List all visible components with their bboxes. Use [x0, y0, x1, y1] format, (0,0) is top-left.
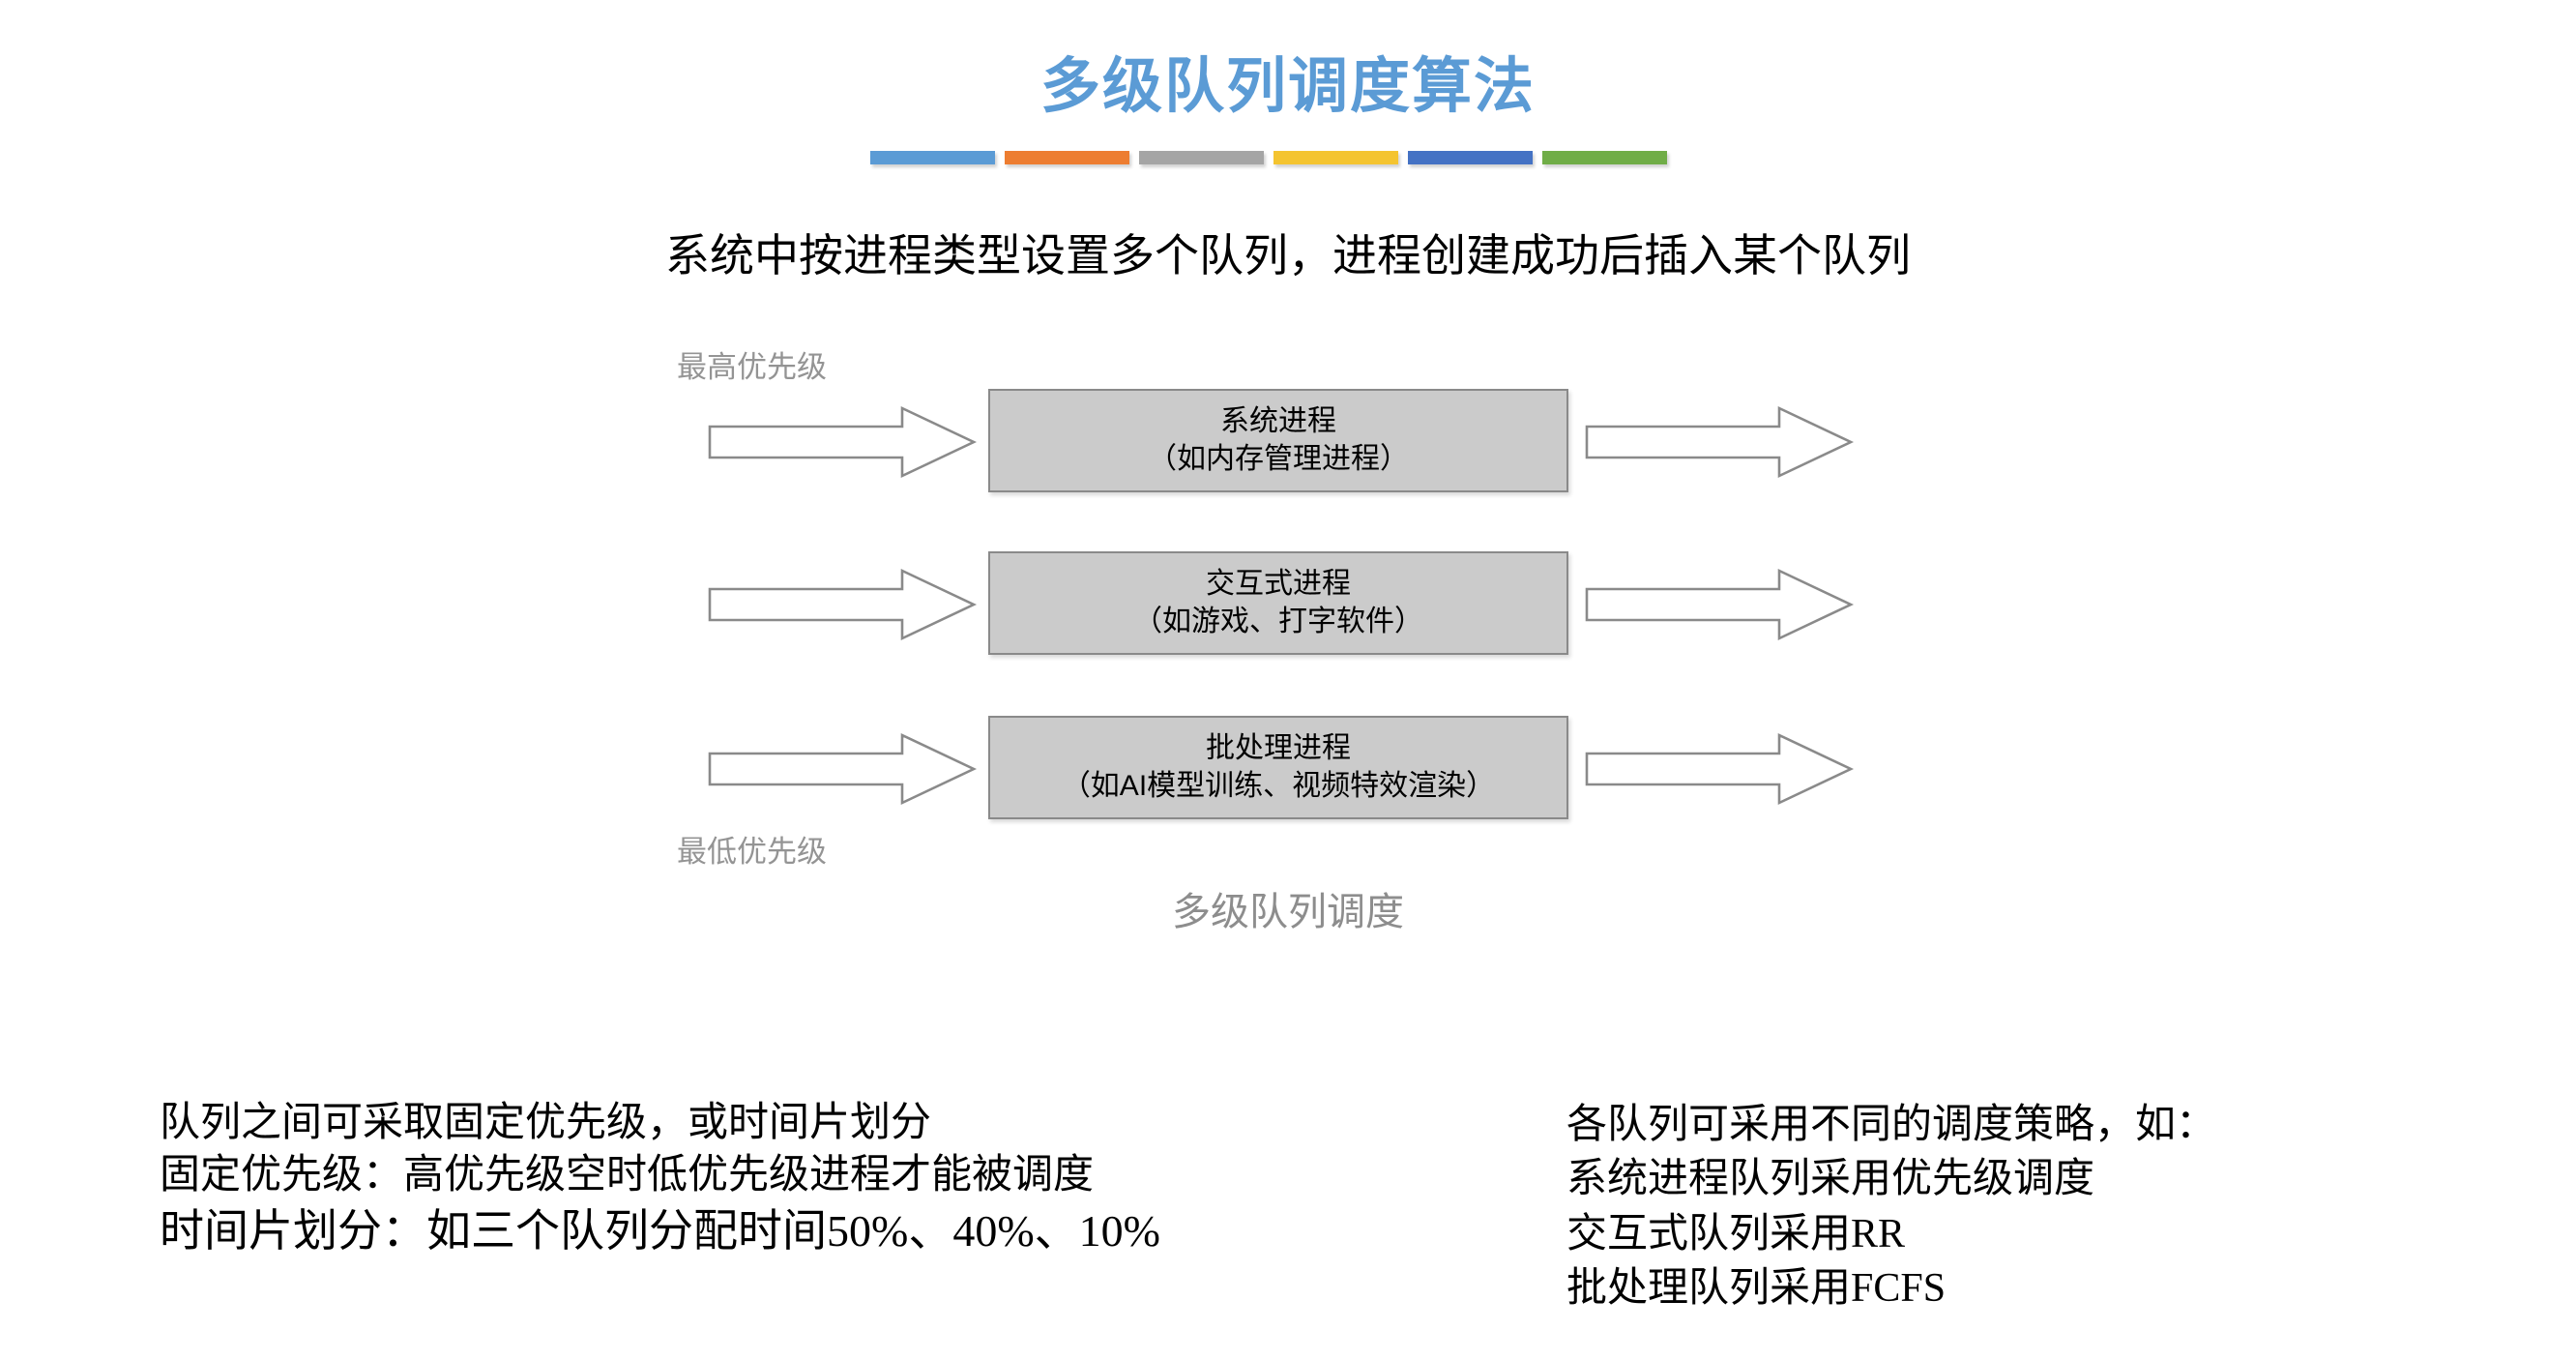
lowest-priority-label: 最低优先级	[677, 835, 827, 869]
queue-box-interactive-process: 交互式进程 （如游戏、打字软件）	[988, 551, 1568, 655]
outbound-arrow-interactive	[1585, 568, 1855, 641]
queue-box-batch-process: 批处理进程 （如AI模型训练、视频特效渲染）	[988, 716, 1568, 819]
notes-right-block: 各队列可采用不同的调度策略，如： 系统进程队列采用优先级调度 交互式队列采用RR…	[1566, 1098, 2216, 1316]
accent-bar-blue	[870, 151, 995, 164]
accent-bar-row	[870, 151, 1667, 164]
queue-title: 系统进程	[1220, 405, 1336, 438]
note-line: 队列之间可采取固定优先级，或时间片划分	[160, 1101, 932, 1145]
subtitle-text: 系统中按进程类型设置多个队列，进程创建成功后插入某个队列	[665, 231, 1911, 281]
queue-title: 交互式进程	[1206, 568, 1351, 601]
note-line: 交互式队列采用RR	[1566, 1211, 1906, 1257]
accent-bar-yellow	[1273, 151, 1398, 164]
note-line: 批处理队列采用FCFS	[1566, 1265, 1947, 1311]
queue-box-system-process: 系统进程 （如内存管理进程）	[988, 389, 1568, 492]
note-line: 系统进程队列采用优先级调度	[1566, 1157, 2095, 1202]
accent-bar-indigo	[1408, 151, 1533, 164]
notes-left-block: 队列之间可采取固定优先级，或时间片划分 固定优先级：高优先级空时低优先级进程才能…	[160, 1098, 1160, 1259]
inbound-arrow-interactive	[708, 568, 978, 641]
outbound-arrow-system	[1585, 405, 1855, 479]
note-line: 时间片划分：如三个队列分配时间50%、40%、10%	[160, 1205, 1160, 1256]
note-line: 固定优先级：高优先级空时低优先级进程才能被调度	[160, 1152, 1095, 1197]
inbound-arrow-batch	[708, 732, 978, 806]
inbound-arrow-system	[708, 405, 978, 479]
highest-priority-label: 最高优先级	[677, 350, 827, 384]
diagram-caption: 多级队列调度	[1172, 891, 1404, 933]
accent-bar-green	[1542, 151, 1667, 164]
queue-example: （如内存管理进程）	[1148, 442, 1409, 475]
outbound-arrow-batch	[1585, 732, 1855, 806]
page-title: 多级队列调度算法	[1039, 54, 1536, 120]
note-line: 各队列可采用不同的调度策略，如：	[1566, 1103, 2217, 1147]
queue-example: （如AI模型训练、视频特效渲染）	[1061, 769, 1496, 802]
accent-bar-gray	[1139, 151, 1264, 164]
queue-title: 批处理进程	[1206, 732, 1351, 765]
accent-bar-orange	[1005, 151, 1129, 164]
queue-example: （如游戏、打字软件）	[1133, 605, 1423, 637]
